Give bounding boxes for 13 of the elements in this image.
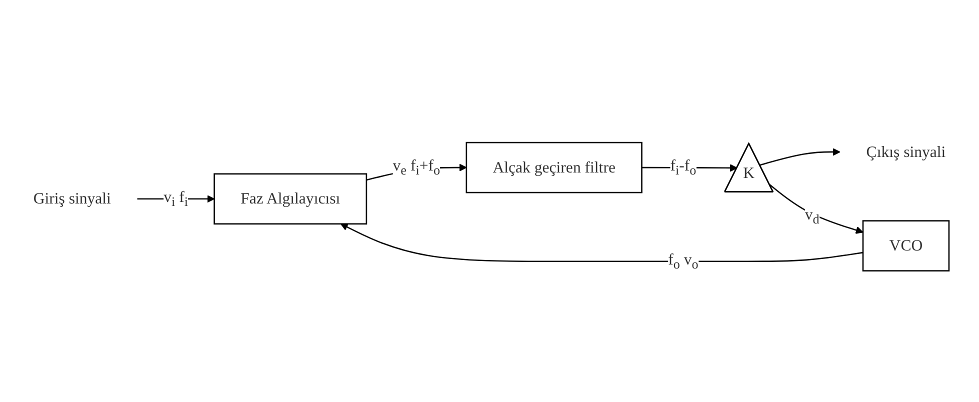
edge-label: f$_{i}$-f$_{o}$ xyxy=(670,156,696,178)
edge-label: f$_{o}$ v$_{o}$ xyxy=(668,250,698,272)
arrow xyxy=(340,224,864,262)
node-text: Giriş sinyali xyxy=(33,190,111,208)
node-text: Çıkış sinyali xyxy=(866,142,946,160)
edge-label: v$_{e}$ f$_{i}$+f$_{o}$ xyxy=(392,156,440,178)
arrow xyxy=(760,148,840,166)
node-box: VCO xyxy=(862,220,950,272)
node-box: Faz Algılayıcısı xyxy=(214,173,368,225)
node-box: Alçak geçiren filtre xyxy=(466,142,642,194)
edge-label: v$_{i}$ f$_{i}$ xyxy=(164,188,188,210)
edge-label: v$_{d}$ xyxy=(804,205,820,227)
arrow xyxy=(769,184,864,234)
